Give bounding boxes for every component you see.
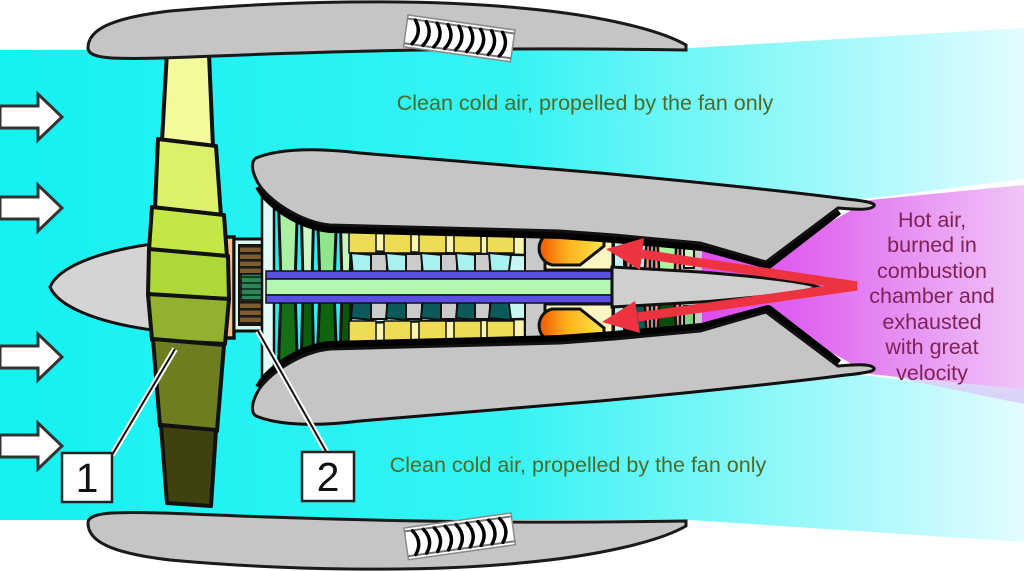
callout-1-line [111, 348, 176, 456]
callout-1-box [60, 451, 114, 504]
spinner-cone [48, 242, 154, 332]
hot-air-label-line: exhausted [882, 310, 981, 334]
drive-shaft [265, 270, 691, 304]
cold-air-label-bottom: Clean cold air, propelled by the fan onl… [390, 453, 767, 477]
core-cowl-lower [250, 310, 876, 426]
fan-blade-segment [159, 423, 218, 508]
callout-2: 2 [255, 329, 356, 503]
callout-2-box [300, 450, 356, 503]
exhaust-fringe [868, 372, 1024, 404]
hot-air-arrows [602, 238, 858, 333]
fan-blade-segment [151, 337, 226, 433]
hot-air-arrow-lower [637, 281, 858, 322]
nacelle-upper [86, 0, 688, 60]
fan-blade-segment [146, 247, 231, 301]
intake-arrow [0, 90, 65, 144]
fan-blade-segment [160, 50, 215, 149]
hot-air-label-line: velocity [896, 361, 968, 385]
corrugation-band-icon [403, 512, 517, 561]
callout-2-number: 2 [317, 454, 340, 500]
cold-air-label-top: Clean cold air, propelled by the fan onl… [397, 91, 774, 115]
fan-blade-segment [153, 137, 223, 218]
callout-1: 1 [60, 347, 178, 504]
cold-air-stream-upper [0, 28, 1024, 288]
intake-arrow [0, 419, 65, 473]
hot-air-label-line: combustion [877, 259, 987, 283]
callout-1-number: 1 [76, 455, 99, 501]
hot-air-label-line: chamber and [869, 284, 995, 308]
corrugation-band-icon [402, 14, 516, 63]
hot-air-arrowhead-icon [602, 301, 640, 333]
hot-air-label: Hot air, burned in combustion chamber an… [869, 208, 995, 385]
nacelle-lower [86, 511, 688, 571]
intake-arrow [0, 181, 65, 235]
hot-air-label-line: Hot air, [898, 208, 966, 232]
core-cowl-upper [250, 148, 876, 264]
cold-air-stream-lower [0, 286, 1024, 542]
fan-blade [146, 50, 231, 508]
hot-air-label-line: burned in [887, 233, 977, 257]
intake-arrows [0, 90, 65, 473]
hot-air-arrow-upper [641, 249, 858, 291]
callout-2-line [257, 330, 328, 454]
hot-air-label-line: with great [884, 335, 978, 359]
intake-arrow [0, 330, 65, 384]
hot-air-arrowhead-icon [606, 238, 644, 270]
fan-blade-segment [146, 292, 231, 346]
